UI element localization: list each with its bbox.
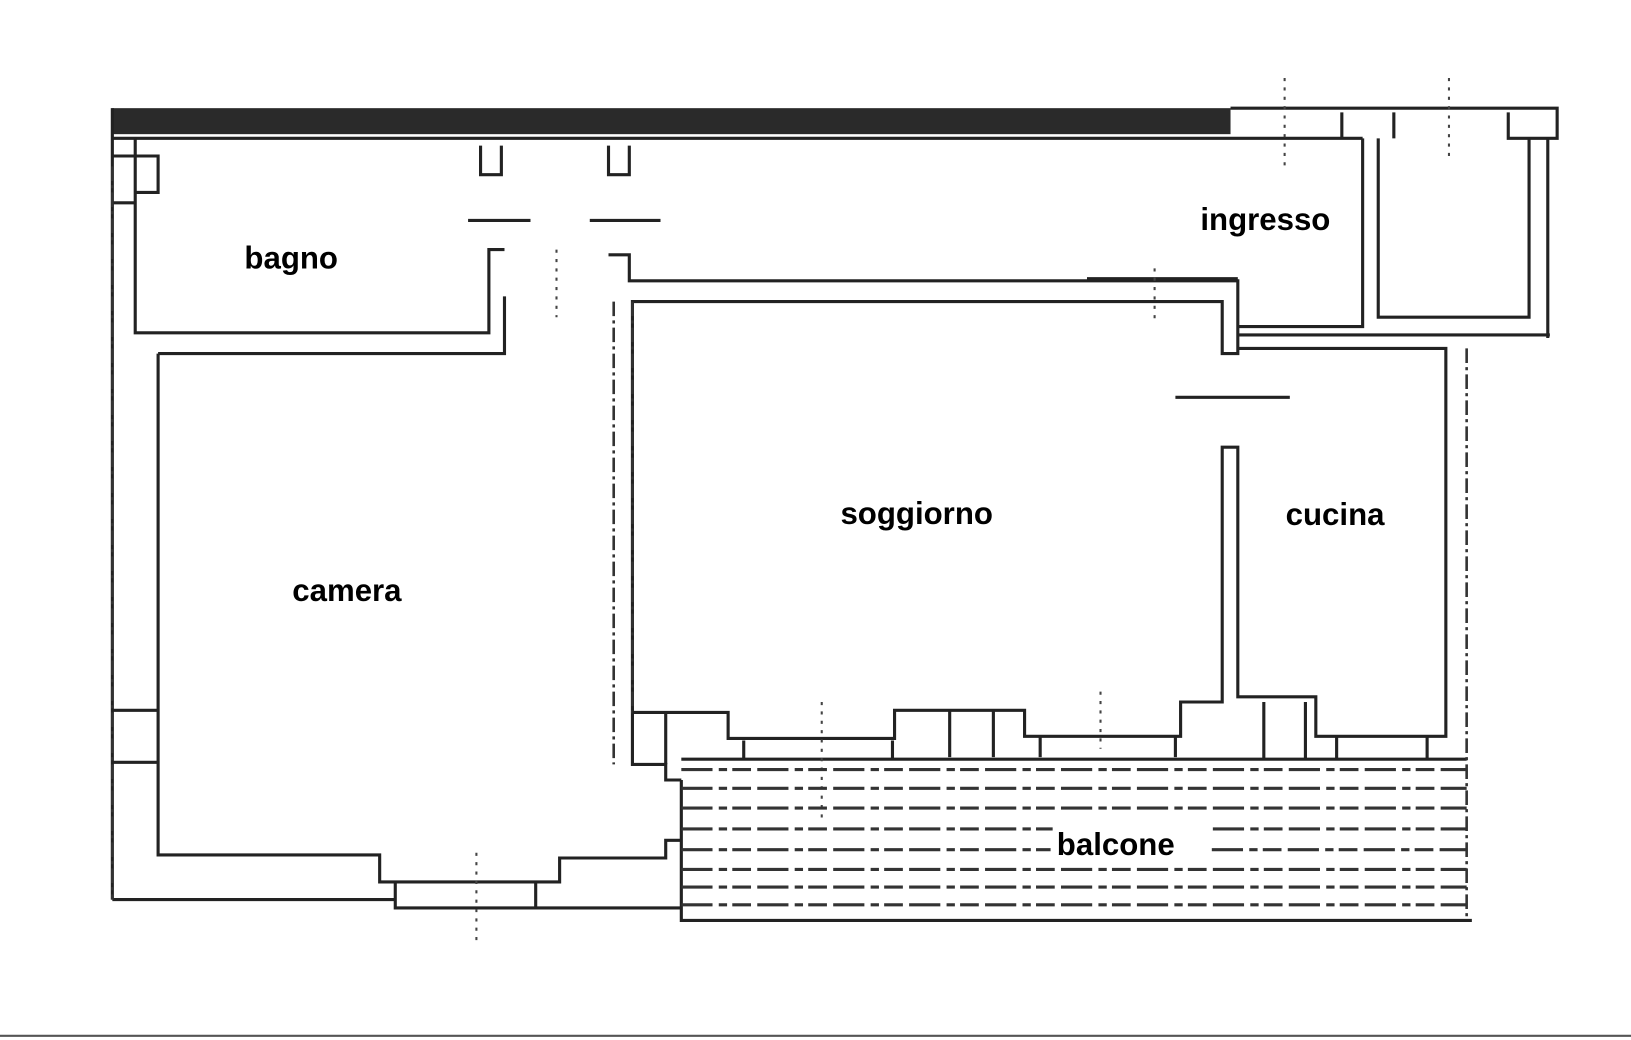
room-label-cucina: cucina [1286,497,1385,532]
top-wall [112,108,1231,135]
room-label-balcone: balcone [1057,827,1175,862]
walls [110,78,1559,942]
room-label-ingresso: ingresso [1200,202,1330,237]
room-label-camera: camera [292,573,402,608]
room-label-soggiorno: soggiorno [840,496,992,531]
room-label-bagno: bagno [244,240,338,275]
